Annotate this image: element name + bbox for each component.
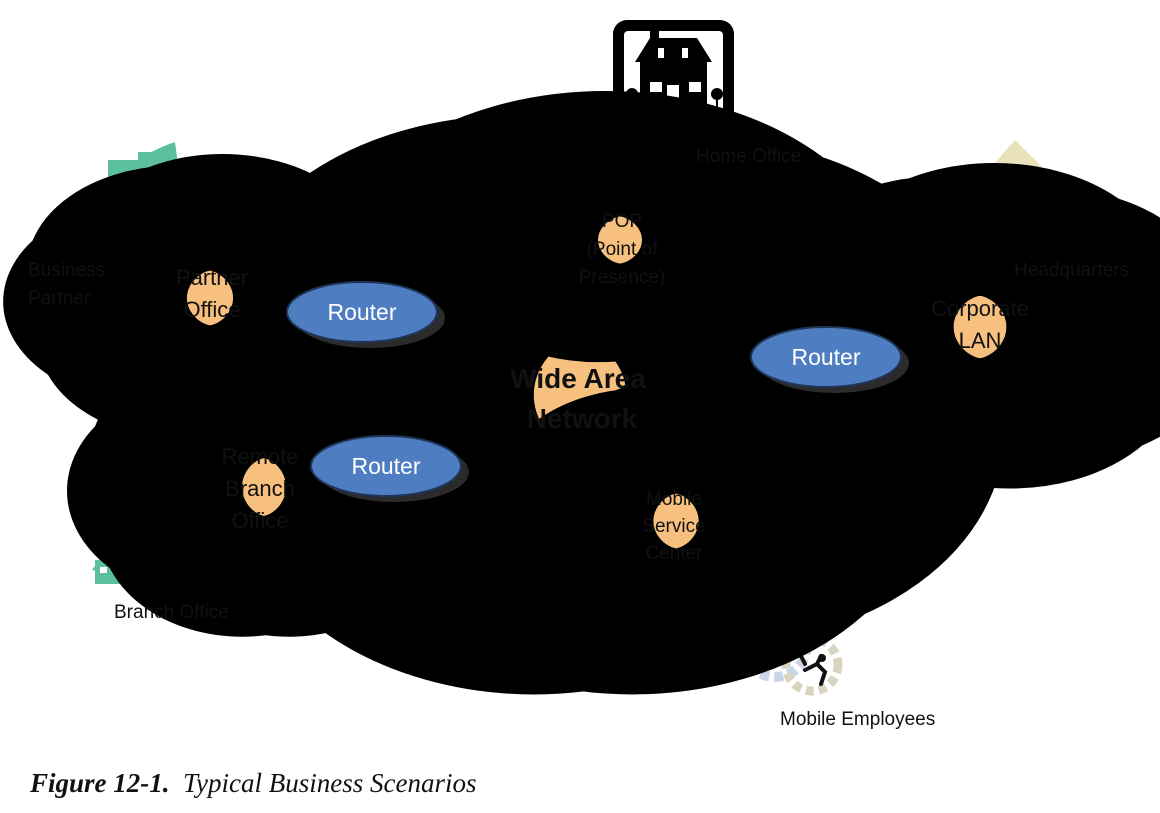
router-corporate-label: Router <box>791 344 860 370</box>
partner-office-label-line1: Partner <box>176 265 248 290</box>
mobile-service-label-line3: Center <box>645 543 703 564</box>
figure-title: Typical Business Scenarios <box>183 768 477 798</box>
mobile-employees-label: Mobile Employees <box>780 709 935 730</box>
wan-label-line1: Wide Area <box>510 363 646 394</box>
router-branch: Router <box>310 435 469 502</box>
router-branch-label: Router <box>351 453 420 479</box>
branch-office-label: Branch Office <box>114 602 229 623</box>
home-office-label: Home Office <box>696 146 801 167</box>
figure-number: Figure 12-1. <box>30 768 170 798</box>
corporate-lan-label-line2: LAN <box>959 328 1002 353</box>
mobile-service-label-line2: Service <box>642 516 705 537</box>
pop-label-line2: (Point of <box>587 239 658 260</box>
pop-label-line3: Presence) <box>579 267 666 288</box>
corporate-lan-label-line1: Corporate <box>931 296 1029 321</box>
router-partner-label: Router <box>327 299 396 325</box>
business-partner-label-line2: Partner <box>28 288 91 309</box>
wan-label-line2: Network <box>527 403 638 434</box>
partner-office-label-line2: Office <box>183 297 240 322</box>
router-corporate: Router <box>750 326 909 393</box>
router-partner: Router <box>286 281 445 348</box>
pop-label-line1: POP <box>602 211 642 232</box>
mobile-service-label-line1: Mobile <box>646 489 702 510</box>
remote-branch-label-line2: Branch <box>225 476 295 501</box>
figure-caption: Figure 12-1. Typical Business Scenarios <box>30 768 476 799</box>
headquarters-label: Headquarters <box>1014 260 1129 281</box>
remote-branch-label-line3: Office <box>231 508 288 533</box>
remote-branch-label-line1: Remote <box>221 444 298 469</box>
business-partner-label-line1: Business <box>28 260 105 281</box>
